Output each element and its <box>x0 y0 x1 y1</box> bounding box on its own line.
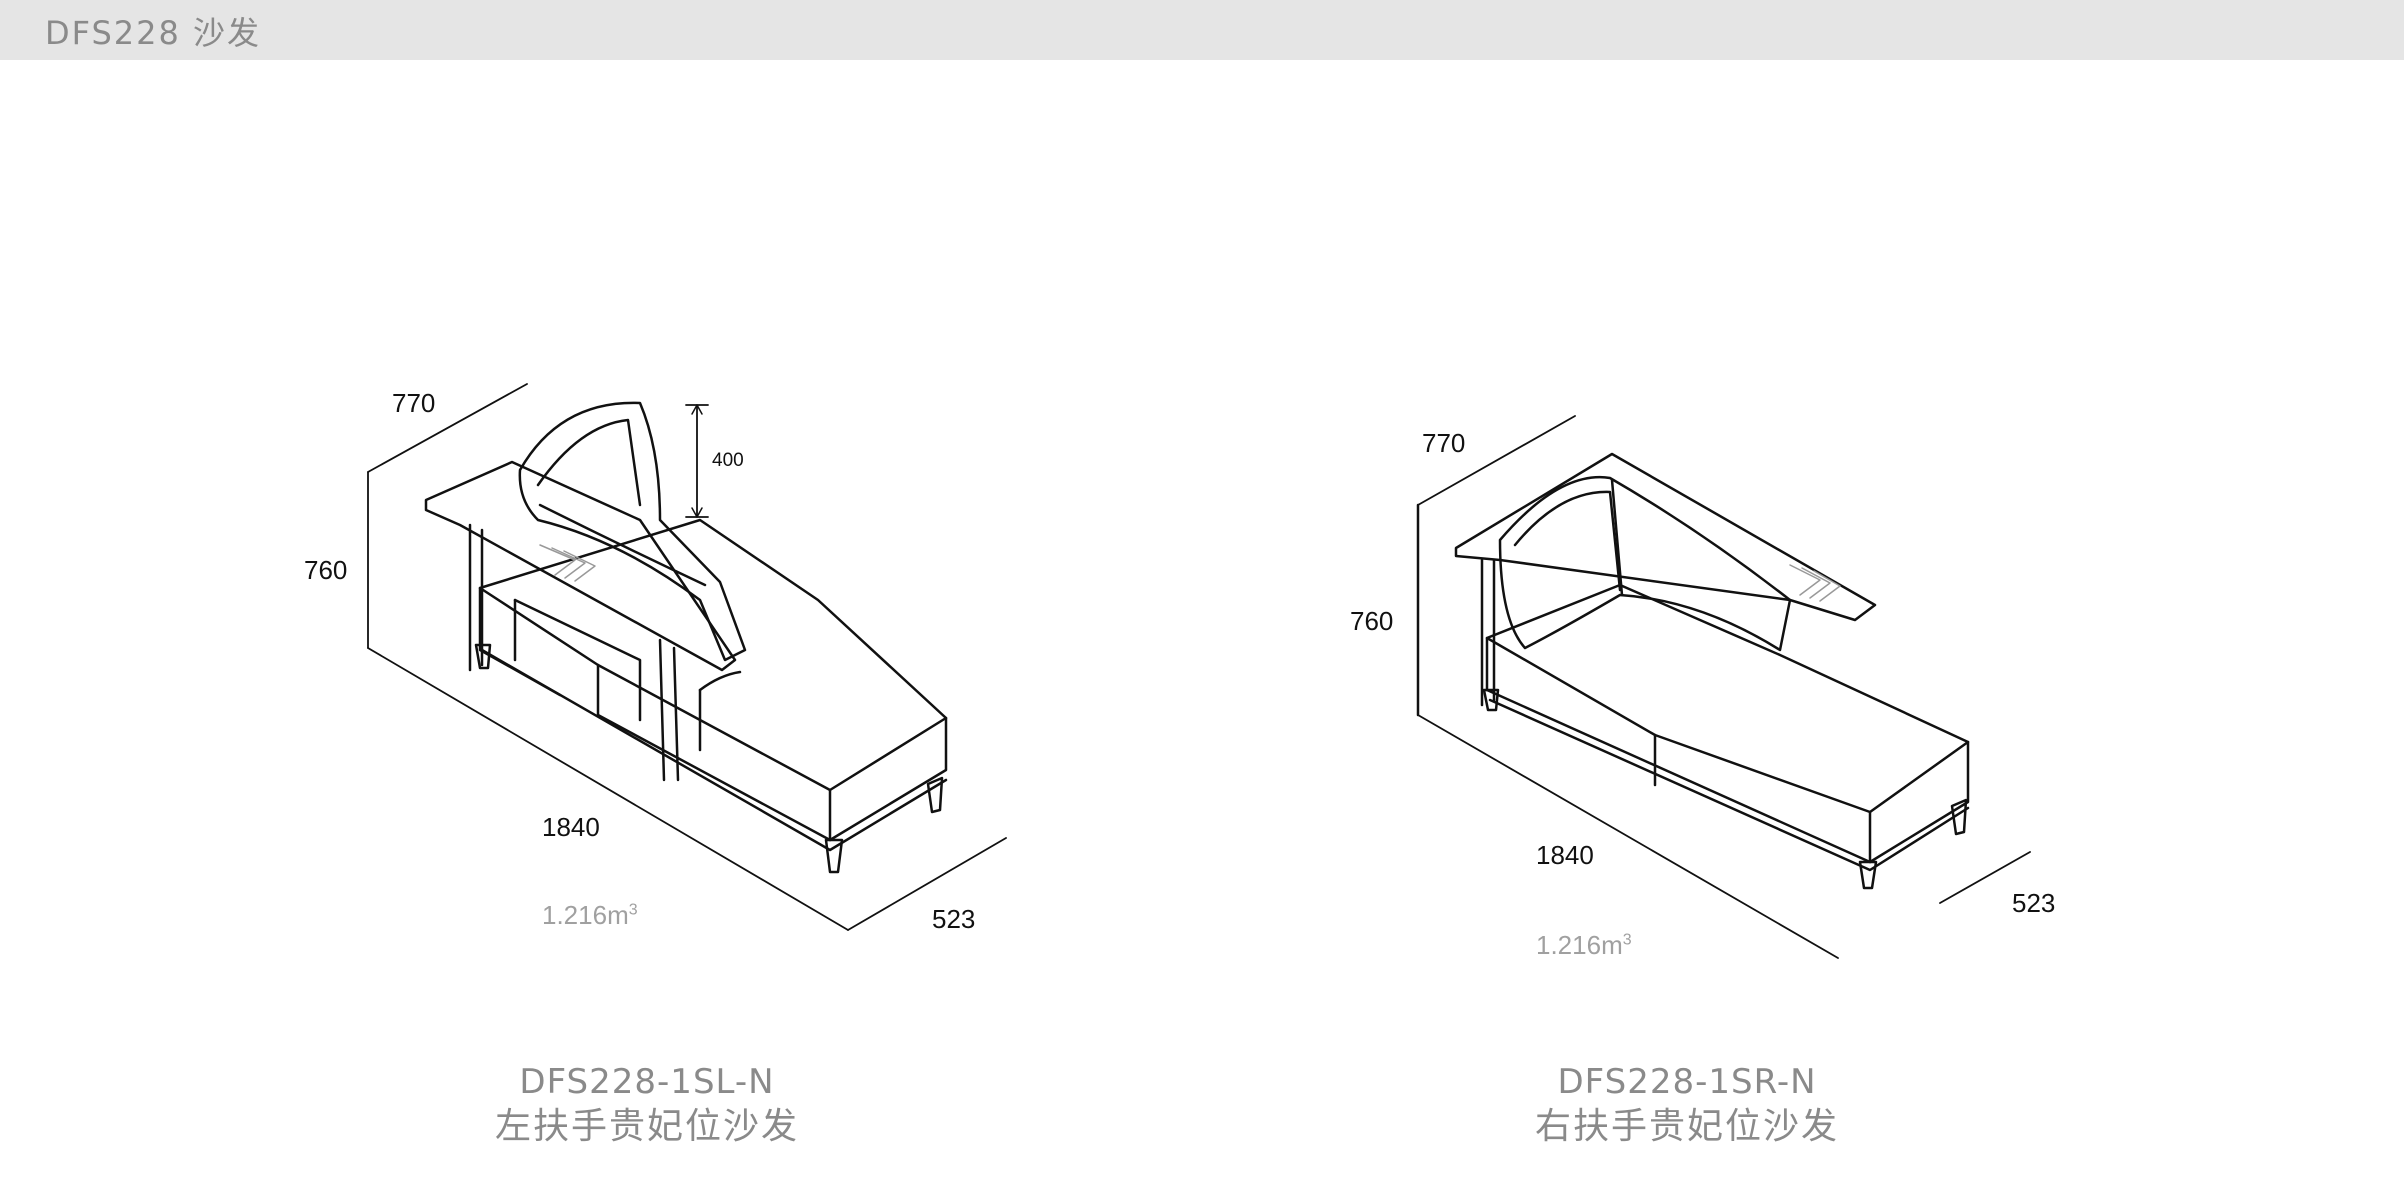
back-height-label-left: 400 <box>712 450 744 471</box>
width-label-left: 523 <box>932 904 976 934</box>
depth-label-left: 770 <box>392 388 436 418</box>
sofa-left-drawing <box>367 383 1007 931</box>
product-code-right: DFS228-1SR-N <box>1557 1062 1817 1102</box>
width-label-right: 523 <box>2012 888 2056 918</box>
page-title: DFS228 沙发 <box>45 14 262 52</box>
header-bar: DFS228 沙发 <box>0 0 2404 60</box>
product-name-right: 右扶手贵妃位沙发 <box>1534 1106 1839 1147</box>
product-code-left: DFS228-1SL-N <box>519 1062 775 1102</box>
product-name-left: 左扶手贵妃位沙发 <box>494 1106 799 1147</box>
product-caption-left: DFS228-1SL-N 左扶手贵妃位沙发 <box>437 1060 857 1150</box>
depth-label-right: 770 <box>1422 428 1466 458</box>
height-label-right: 760 <box>1350 606 1394 636</box>
product-caption-right: DFS228-1SR-N 右扶手贵妃位沙发 <box>1477 1060 1897 1150</box>
volume-label-left: 1.216m3 <box>542 900 638 930</box>
length-label-left: 1840 <box>542 812 600 842</box>
volume-label-right: 1.216m3 <box>1536 930 1632 960</box>
sofa-right-drawing <box>1416 415 2031 959</box>
height-label-left: 760 <box>304 555 348 585</box>
length-label-right: 1840 <box>1536 840 1594 870</box>
